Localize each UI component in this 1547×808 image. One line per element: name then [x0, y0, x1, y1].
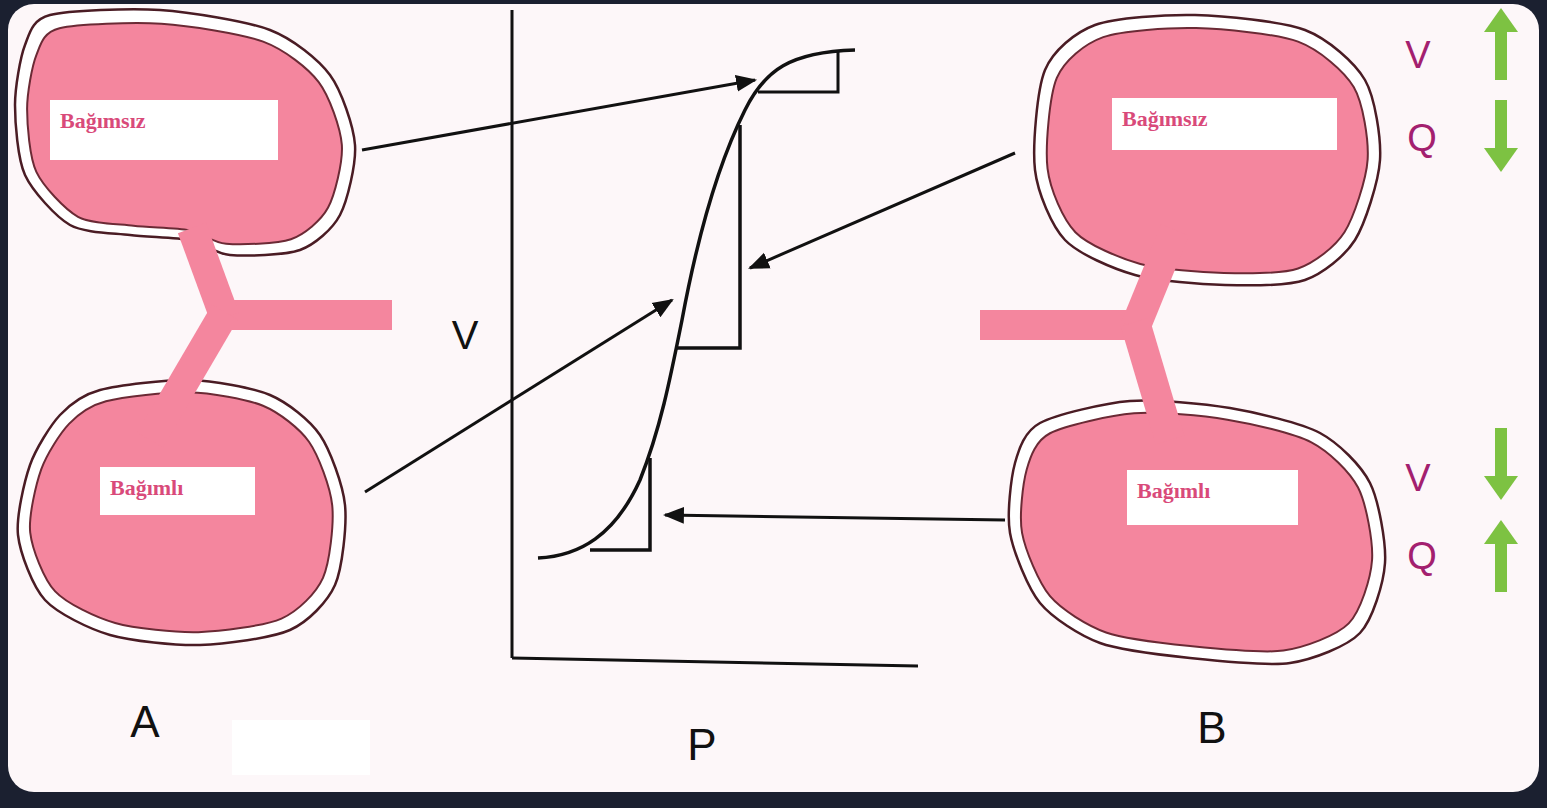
pleura-outline — [15, 9, 355, 255]
pointer-arrow — [665, 515, 1005, 520]
pleura-outline — [1034, 15, 1380, 285]
down-arrow — [1495, 428, 1507, 478]
region-label-box: Bağımlı — [1127, 470, 1298, 525]
region-label-box: Bağımlı — [100, 467, 255, 515]
up-arrow — [1484, 8, 1518, 32]
lobe-outline — [1000, 393, 1390, 668]
x-axis — [512, 658, 918, 666]
down-arrow — [1484, 476, 1518, 500]
bronchus-branch — [150, 312, 225, 440]
lung-lobe: Bağımlı — [1000, 393, 1390, 668]
y-axis — [511, 10, 514, 658]
region-label-box: Bağımsız — [1112, 98, 1337, 150]
lung-lobe: Bağımsız — [1025, 10, 1385, 290]
pleura-outline — [18, 380, 346, 645]
lobe-fill — [30, 392, 333, 632]
green-arrows — [1484, 8, 1518, 592]
lobe-outline — [1025, 10, 1385, 290]
figure-letter: A — [130, 700, 159, 744]
slope-triangle — [590, 458, 650, 550]
perfusion-label: Q — [1407, 537, 1437, 575]
region-label: Bağımlı — [1137, 478, 1288, 504]
bronchus-branch — [192, 228, 225, 318]
slope-triangle — [677, 125, 740, 348]
region-label: Bağımsız — [1122, 106, 1327, 132]
up-arrow — [1484, 520, 1518, 544]
up-arrow — [1495, 542, 1507, 592]
perfusion-label: Q — [1407, 119, 1437, 157]
ventilation-label: V — [1405, 36, 1430, 74]
slope-triangle — [758, 52, 838, 92]
region-label: Bağımsız — [60, 108, 268, 134]
trachea — [980, 310, 1145, 340]
lung-lobe: Bağımsız — [10, 5, 360, 260]
figure-letter: B — [1197, 706, 1226, 750]
bronchus-branch — [1135, 230, 1175, 328]
blank-patch — [232, 720, 370, 775]
bronchus — [150, 228, 1175, 440]
region-label: Bağımlı — [110, 475, 245, 501]
pressure-volume-curve — [538, 50, 855, 558]
trachea — [215, 300, 392, 330]
bronchus-branch — [1135, 322, 1170, 440]
lobe-fill — [1021, 413, 1372, 652]
pointer-arrow — [362, 80, 755, 150]
up-arrow — [1495, 30, 1507, 80]
pointer-arrow — [365, 300, 672, 492]
axis-label: V — [452, 315, 479, 355]
region-label-box: Bağımsız — [50, 100, 278, 160]
lobe-fill — [27, 23, 342, 244]
lobe-fill — [1047, 28, 1368, 273]
down-arrow — [1484, 148, 1518, 172]
down-arrow — [1495, 100, 1507, 150]
pointer-arrow — [750, 153, 1015, 268]
ventilation-label: V — [1405, 459, 1430, 497]
pleura-outline — [1009, 401, 1385, 664]
axis-label: P — [687, 723, 716, 767]
